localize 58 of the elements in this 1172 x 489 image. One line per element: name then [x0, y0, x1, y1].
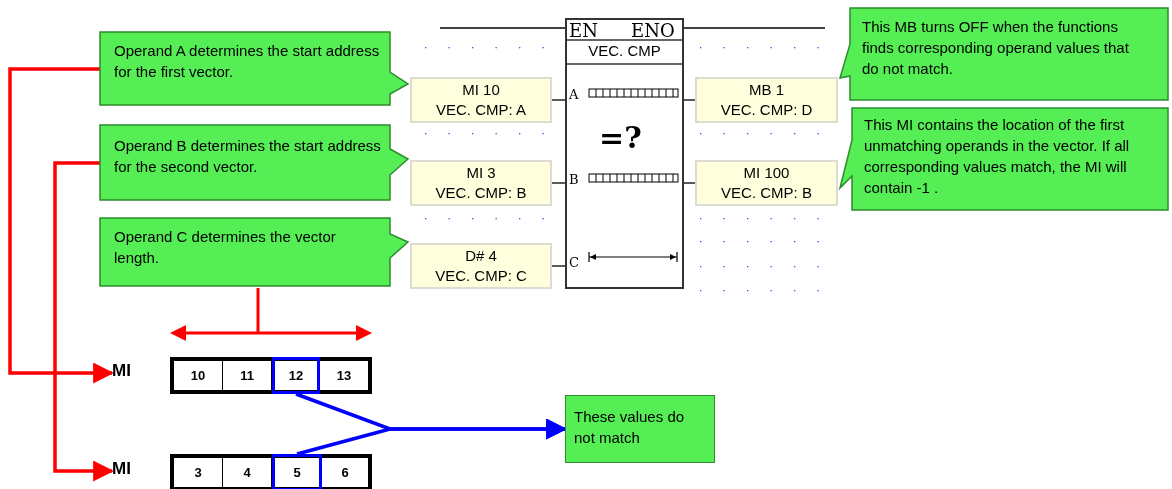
- operand-text: VEC. CMP: C: [434, 266, 528, 286]
- vector-bar: [170, 454, 372, 489]
- cell-value: 13: [336, 368, 352, 383]
- callout-text: This MI contains the location of the first unmatching operands in the vector. If all corresponding values match, the MI will contain -1 .: [864, 115, 1131, 198]
- connector-line: [683, 182, 696, 184]
- pin-label: C: [569, 255, 579, 270]
- vector-cell: [272, 357, 320, 394]
- vector-cell: [272, 454, 322, 489]
- cell-value: 4: [243, 465, 251, 480]
- cell-value: 12: [288, 368, 304, 383]
- connector-line: [683, 99, 696, 101]
- callout-text: Operand C determines the vector length.: [114, 227, 337, 268]
- callout-bubble: [100, 125, 409, 201]
- pin-label: ENO: [631, 20, 675, 41]
- operand-box: [410, 160, 552, 206]
- cell-value: 6: [341, 465, 349, 480]
- connector-line: [683, 27, 826, 29]
- callout-text: Operand B determines the start address for the second vector.: [114, 136, 382, 177]
- operand-text: MB 1: [748, 80, 785, 100]
- operand-text: MI 100: [742, 163, 791, 183]
- callout-bubble: [839, 8, 1170, 101]
- block-title: VEC. CMP: [587, 42, 662, 59]
- operand-text: VEC. CMP: B: [720, 183, 813, 203]
- callout-text: Operand A determines the start address for the first vector.: [114, 41, 381, 82]
- operand-text: VEC. CMP: D: [719, 100, 814, 120]
- operand-box: [410, 77, 552, 123]
- operand-text: D# 4: [464, 246, 498, 266]
- connector-line: [551, 182, 566, 184]
- operand-text: MI 3: [465, 163, 497, 183]
- callout-bubble: [100, 218, 409, 287]
- pin-label: A: [569, 87, 579, 102]
- compare-symbol: =?: [599, 120, 642, 155]
- pin-label: B: [569, 172, 579, 187]
- function-block: [565, 18, 684, 289]
- operand-text: MI 10: [461, 80, 501, 100]
- note-box: [565, 395, 715, 463]
- cell-value: 11: [240, 368, 254, 383]
- cell-value: 5: [293, 465, 301, 480]
- callout-text: This MB turns OFF when the functions finds corresponding operand values that do not match.: [862, 17, 1130, 79]
- callout-bubble: [100, 32, 409, 106]
- memory-label: MI: [112, 361, 146, 385]
- operand-box: [695, 77, 838, 123]
- connector-line: [439, 27, 566, 29]
- operand-box: [695, 160, 838, 206]
- arrow: [53, 161, 115, 482]
- cell-value: 3: [194, 465, 202, 480]
- vector-bar: [170, 357, 372, 394]
- operand-text: VEC. CMP: A: [435, 100, 527, 120]
- connector-line: [551, 99, 566, 101]
- arrow: [8, 67, 115, 384]
- note-text: These values do not match: [574, 408, 685, 446]
- callout-bubble: [839, 108, 1170, 211]
- operand-box: [410, 243, 552, 289]
- pin-label: EN: [569, 20, 598, 41]
- memory-label: MI: [112, 459, 146, 483]
- connector-line: [551, 265, 566, 267]
- cell-value: 10: [190, 368, 206, 383]
- operand-text: VEC. CMP: B: [434, 183, 528, 203]
